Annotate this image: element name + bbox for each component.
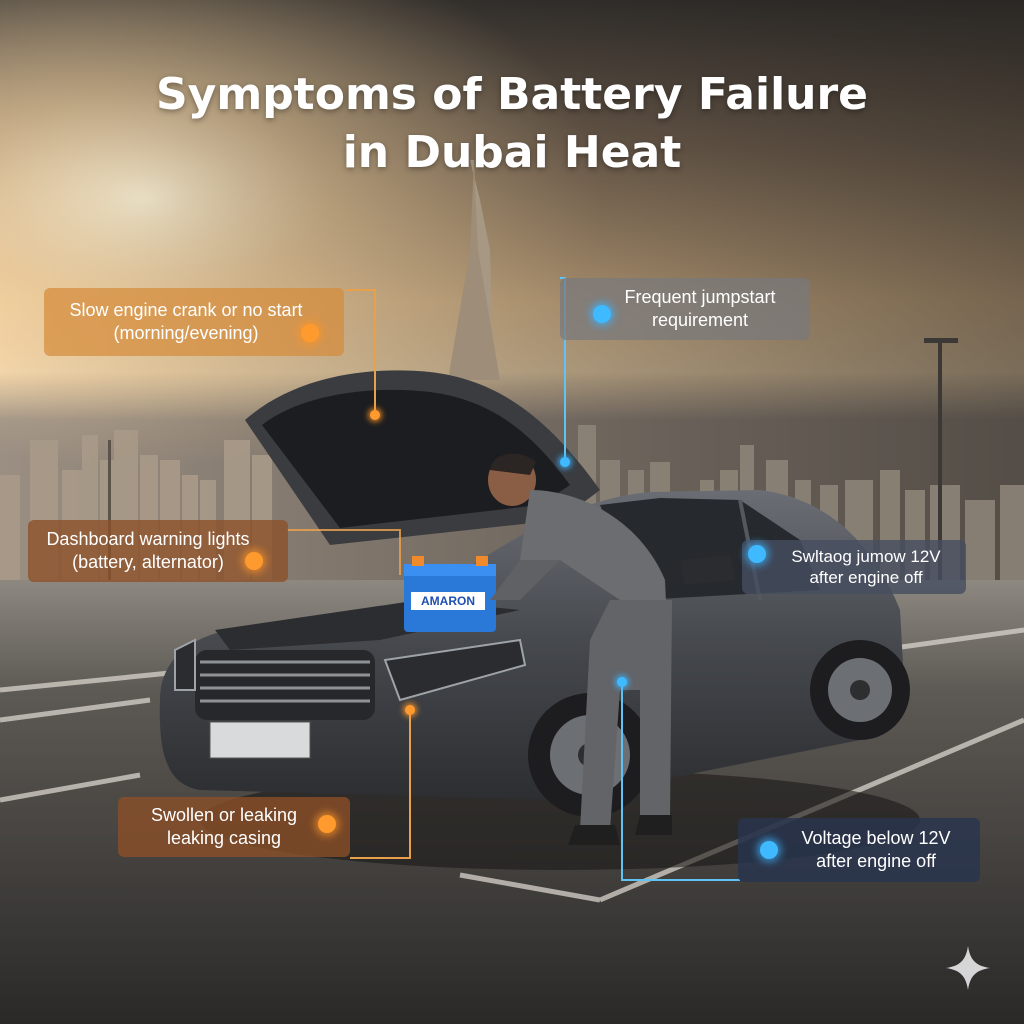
title-line-2: in Dubai Heat (342, 127, 682, 178)
callout-voltage-below: Voltage below 12V after engine off (738, 818, 980, 882)
callout-slow-crank-dot-icon (301, 324, 319, 342)
voltage-below-pin-icon (617, 677, 627, 687)
callout-voltage-top-line1: Swltaog jumow 12V (791, 547, 941, 566)
slow-crank-pin-icon (370, 410, 380, 420)
callout-jumpstart-line2: requirement (651, 310, 749, 330)
callout-dashboard-lights-line1: Dashboard warning lights (46, 529, 250, 549)
battery-brand-label: AMARON (411, 592, 485, 610)
callout-dashboard-lights: Dashboard warning lights (battery, alter… (28, 520, 288, 582)
callout-voltage-below-line1: Voltage below 12V (801, 828, 951, 848)
callout-swollen-casing-dot-icon (318, 815, 336, 833)
callout-jumpstart-line1: Frequent jumpstart (624, 287, 776, 307)
swollen-casing-pin-icon (405, 705, 415, 715)
title-line-1: Symptoms of Battery Failure (155, 69, 869, 120)
callout-dashboard-lights-line2: (battery, alternator) (72, 552, 224, 572)
callout-slow-crank-line1: Slow engine crank or no start (69, 300, 303, 320)
callout-slow-crank-line2: (morning/evening) (113, 323, 259, 343)
callout-swollen-casing-line2: leaking casing (166, 828, 282, 848)
callout-swollen-casing-line1: Swollen or leaking (150, 805, 298, 825)
callout-voltage-below-dot-icon (760, 841, 778, 859)
callout-voltage-top-dot-icon (748, 545, 766, 563)
callout-slow-crank: Slow engine crank or no start (morning/e… (44, 288, 344, 356)
sparkle-icon (946, 946, 990, 990)
callout-voltage-below-line2: after engine off (816, 851, 936, 871)
callout-dashboard-lights-dot-icon (245, 552, 263, 570)
page-title: Symptoms of Battery Failure in Dubai Hea… (0, 66, 1024, 182)
callout-jumpstart-dot-icon (593, 305, 611, 323)
jumpstart-pin-icon (560, 457, 570, 467)
callout-voltage-top: Swltaog jumow 12V after engine off (742, 540, 966, 594)
callout-swollen-casing: Swollen or leaking leaking casing (118, 797, 350, 857)
callout-voltage-top-line2: after engine off (809, 568, 923, 587)
